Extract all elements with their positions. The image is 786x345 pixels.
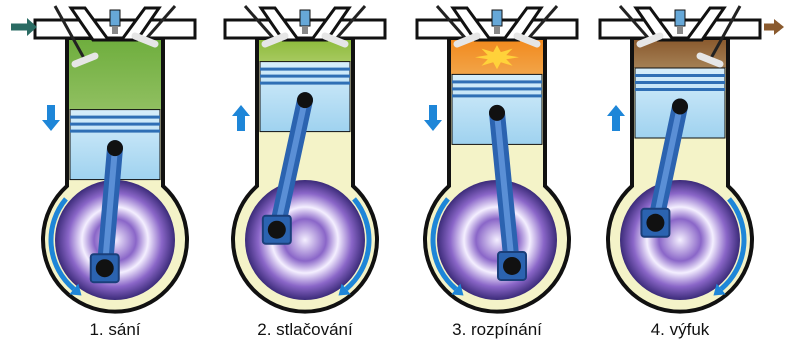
exhaust-flow-arrow-head (774, 19, 784, 35)
piston-ring-1 (260, 68, 350, 71)
piston-ring-2 (70, 123, 160, 126)
stroke-panel-4 (600, 6, 784, 312)
spark-plug (110, 10, 120, 26)
piston-ring-3 (635, 88, 725, 91)
spark-plug-tip (302, 26, 308, 34)
spark-plug (300, 10, 310, 26)
piston-motion-arrow (42, 105, 60, 131)
piston-ring-2 (260, 75, 350, 78)
caption-stroke-3: 3. rozpínání (452, 320, 542, 340)
piston-ring-3 (70, 130, 160, 133)
combustion-chamber (69, 40, 161, 110)
spark-plug (492, 10, 502, 26)
stroke-panel-1 (11, 6, 195, 312)
piston-ring-3 (260, 82, 350, 85)
piston-ring-1 (635, 74, 725, 77)
wrist-pin (297, 92, 313, 108)
flywheel (620, 180, 740, 300)
crank-pin (96, 259, 114, 277)
piston-motion-arrow (607, 105, 625, 131)
piston-ring-1 (452, 80, 542, 83)
stroke-panel-2 (225, 6, 385, 312)
piston-ring-2 (635, 81, 725, 84)
stroke-panel-3 (417, 6, 577, 312)
spark-plug-tip (112, 26, 118, 34)
wrist-pin (489, 105, 505, 121)
caption-stroke-1: 1. sání (89, 320, 140, 340)
piston-ring-3 (452, 94, 542, 97)
crank-pin (646, 214, 664, 232)
wrist-pin (107, 140, 123, 156)
piston-motion-arrow (232, 105, 250, 131)
crank-pin (268, 221, 286, 239)
flywheel (437, 180, 557, 300)
caption-stroke-4: 4. výfuk (651, 320, 710, 340)
piston-ring-2 (452, 87, 542, 90)
spark-plug-tip (494, 26, 500, 34)
piston-ring-1 (70, 116, 160, 119)
explosion-burst (475, 45, 519, 69)
spark-plug (675, 10, 685, 26)
caption-stroke-2: 2. stlačování (257, 320, 352, 340)
wrist-pin (672, 99, 688, 115)
crank-pin (503, 257, 521, 275)
spark-plug-tip (677, 26, 683, 34)
piston-motion-arrow (424, 105, 442, 131)
